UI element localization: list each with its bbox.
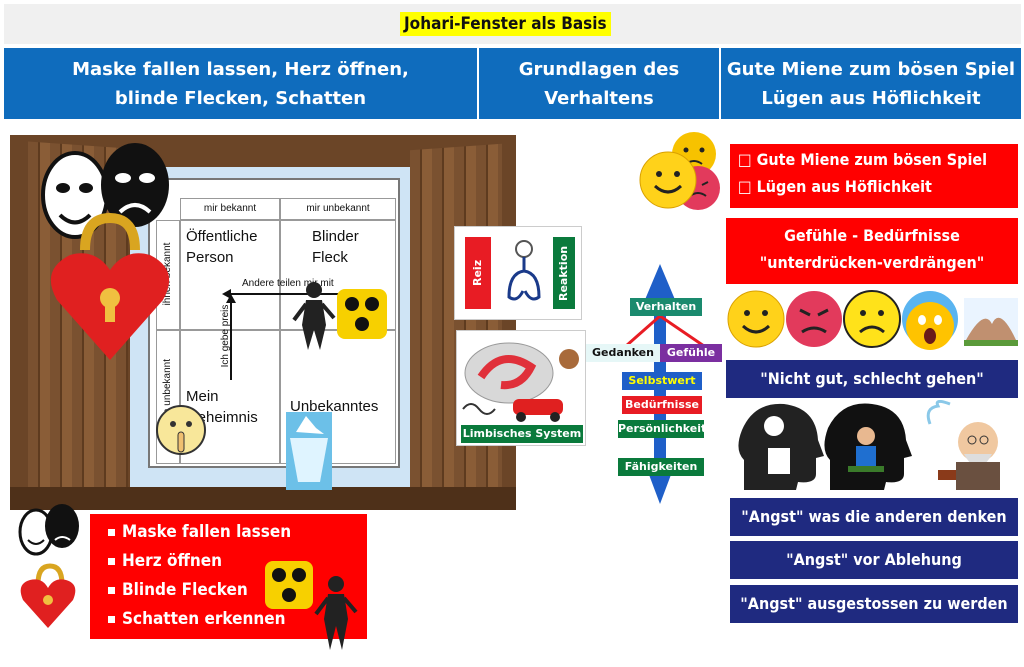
right-box-fear-rejection: "Angst" vor Ablehung <box>730 541 1018 579</box>
box-persoenlichkeit: Persönlichkeit <box>618 420 706 438</box>
brain-icon <box>462 342 579 422</box>
shadow-figure-icon <box>292 282 336 350</box>
right-box-not-good: "Nicht gut, schlecht gehen" <box>726 360 1018 398</box>
head-silhouette-icon <box>738 403 824 490</box>
angry-face-icon <box>786 291 842 347</box>
page-title: Johari-Fenster als Basis <box>400 12 611 36</box>
box-selbstwert: Selbstwert <box>622 372 702 390</box>
list-item: Schatten erkennen <box>108 605 291 634</box>
column-header-left: Maske fallen lassen, Herz öffnen,blinde … <box>4 48 477 119</box>
box-gefuehle: Gefühle <box>660 344 722 362</box>
right-box-feelings: Gefühle - Bedürfnisse "unterdrücken-verd… <box>726 218 1018 284</box>
box-beduerfnisse: Bedürfnisse <box>622 396 702 414</box>
right-box-gute-miene: □ Gute Miene zum bösen Spiel □ Lügen aus… <box>730 144 1018 208</box>
emotion-faces-row <box>727 290 1018 350</box>
sigmund-man-icon <box>926 400 1000 490</box>
box-faehigkeiten: Fähigkeiten <box>618 458 704 476</box>
emoji-faces-icon <box>639 132 720 210</box>
reaktion-label: Reaktion <box>557 245 570 301</box>
johari-col-unknown: mir unbekannt <box>306 203 370 214</box>
shadow-figure-small-icon <box>314 576 358 650</box>
lungs-icon <box>507 240 541 301</box>
thinking-man-icon <box>824 403 912 490</box>
list-item: Blinde Flecken <box>108 576 291 605</box>
stimulus-reaction-card: Reiz Reaktion <box>454 226 582 320</box>
list-item: Herz öffnen <box>108 547 291 576</box>
heart-lock-small-icon <box>20 563 76 628</box>
head-silhouettes-row <box>738 400 1000 490</box>
blind-sign-icon <box>337 289 387 339</box>
johari-col-known: mir bekannt <box>203 203 257 214</box>
arrow-label-others-share: Andere teilen mir mit <box>242 278 334 289</box>
personality-diagram: Verhalten Gedanken Gefühle Selbstwert Be… <box>586 262 724 506</box>
quadrant-unknown: Unbekanntes <box>290 398 379 415</box>
iceberg-icon <box>286 412 332 490</box>
limbic-system-label: Limbisches System <box>461 425 583 443</box>
right-box-fear-exclusion: "Angst" ausgestossen zu werden <box>730 585 1018 623</box>
smiley-icon <box>727 290 785 348</box>
sad-face-icon <box>843 290 901 348</box>
reiz-label: Reiz <box>471 259 484 287</box>
shocked-face-icon <box>902 291 958 350</box>
summary-box-left: Maske fallen lassen Herz öffnen Blinde F… <box>90 514 367 639</box>
theater-mask-icon <box>41 143 169 239</box>
theater-mask-small-icon <box>18 504 79 556</box>
cave-figure-icon <box>964 298 1018 346</box>
left-bullet-list: Maske fallen lassen Herz öffnen Blinde F… <box>108 518 291 634</box>
right-box-fear-others: "Angst" was die anderen denken <box>730 498 1018 536</box>
box-gedanken: Gedanken <box>586 344 660 362</box>
list-item: Maske fallen lassen <box>108 518 291 547</box>
secret-face-icon <box>156 405 206 455</box>
box-verhalten: Verhalten <box>630 298 702 316</box>
limbic-system-card: Limbisches System <box>456 330 586 446</box>
arrow-label-i-reveal: Ich gebe preis <box>220 304 231 368</box>
blind-sign-small-icon <box>265 561 313 609</box>
heart-lock-icon <box>50 212 170 360</box>
